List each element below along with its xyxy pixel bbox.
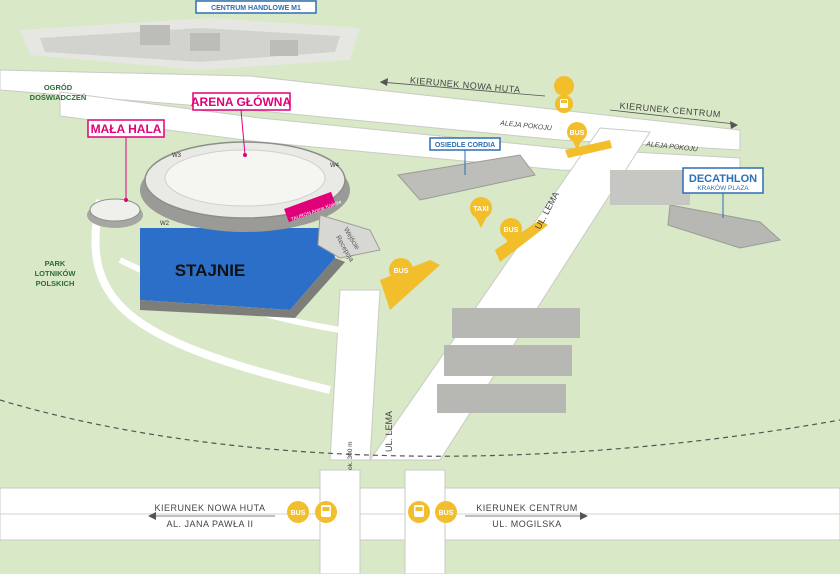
label-decathlon: DECATHLON [689, 173, 757, 185]
taxi-pin-label: TAXI [473, 206, 488, 213]
mall-building [190, 33, 220, 51]
gate-w2: W2 [160, 221, 170, 227]
arrow-head-east [730, 121, 738, 129]
label-centrum-handlowe-box [195, 0, 317, 14]
tauron-sign [284, 191, 336, 223]
tram-icon[interactable] [315, 501, 337, 523]
label-krakow-plaza: KRAKÓW PLAZA [697, 183, 749, 192]
stajnie-area [140, 228, 335, 310]
bus-platform [565, 140, 612, 158]
residential-block [444, 345, 572, 376]
entrance-building [317, 214, 381, 259]
label-park-1: PARK [45, 259, 66, 268]
residential-block [437, 384, 566, 413]
bus-stop-icon[interactable]: BUS [567, 122, 587, 150]
arrow-head-bottom-west [148, 512, 156, 520]
arrow-head-bottom-east [580, 512, 588, 520]
bus-pin-label: BUS [291, 510, 306, 517]
label-park-2: LOTNIKÓW [35, 269, 77, 278]
label-ogrod-1: OGRÓD [44, 83, 73, 92]
taxi-stop-icon[interactable]: TAXI [470, 197, 492, 228]
bus-pin-label: BUS [570, 130, 585, 137]
arrow-centrum [609, 109, 736, 125]
label-ogrod-2: DOŚWIADCZEŃ [30, 93, 87, 102]
arrow-head-west [380, 78, 388, 86]
label-mala-hala: MAŁA HALA [91, 122, 162, 136]
bus-stop-icon[interactable]: BUS [435, 501, 457, 523]
mall-building [140, 25, 170, 45]
road-south-left [319, 469, 361, 574]
mall-building [270, 40, 298, 56]
bus-stop-icon[interactable]: BUS [500, 218, 522, 249]
bus-platform [380, 260, 440, 310]
footpath [91, 199, 331, 394]
mala-hala-dome [89, 198, 141, 222]
arena-pointer-dot [243, 153, 247, 157]
road-south-right [404, 469, 446, 574]
label-stajnie: STAJNIE [175, 261, 246, 280]
mala-hala-pointer-dot [124, 198, 128, 202]
tram-icon[interactable] [554, 76, 575, 118]
walking-route [0, 399, 840, 457]
gate-w4: W4 [330, 163, 340, 169]
bus-stop-icon[interactable]: BUS [287, 501, 309, 523]
decathlon-parking [610, 170, 690, 205]
label-kierunek-centrum-bottom: KIERUNEK CENTRUM [476, 503, 578, 513]
label-centrum-handlowe: CENTRUM HANDLOWE M1 [211, 5, 301, 12]
bus-pin-label: BUS [439, 510, 454, 517]
bus-pin-label: BUS [504, 227, 519, 234]
label-park-3: POLSKICH [36, 279, 75, 288]
label-arena-glowna: ARENA GŁÓWNA [191, 94, 292, 109]
arena-pointer [240, 109, 246, 156]
label-al-jana-pawla: AL. JANA PAWŁA II [166, 519, 253, 529]
road-ul-lema-vertical [329, 289, 381, 461]
bus-stop-icon[interactable]: BUS [389, 258, 413, 291]
label-distance: ok. 300 m [347, 441, 354, 470]
gate-w3: W3 [172, 153, 182, 159]
osiedle-cordia-building [397, 154, 536, 201]
arena-roof [164, 149, 326, 207]
bus-pin-label: BUS [394, 268, 409, 275]
tram-icon[interactable] [408, 501, 430, 523]
decathlon-building [667, 204, 782, 249]
residential-block [452, 308, 580, 338]
arrow-nowa-huta [379, 81, 546, 97]
label-ul-mogilska: UL. MOGILSKA [492, 519, 562, 529]
label-osiedle-cordia: OSIEDLE CORDIA [435, 142, 495, 149]
label-kierunek-nowa-huta-bottom: KIERUNEK NOWA HUTA [154, 503, 265, 513]
label-ul-lema-2: UL. LEMA [384, 411, 394, 452]
bus-platform [495, 220, 548, 262]
